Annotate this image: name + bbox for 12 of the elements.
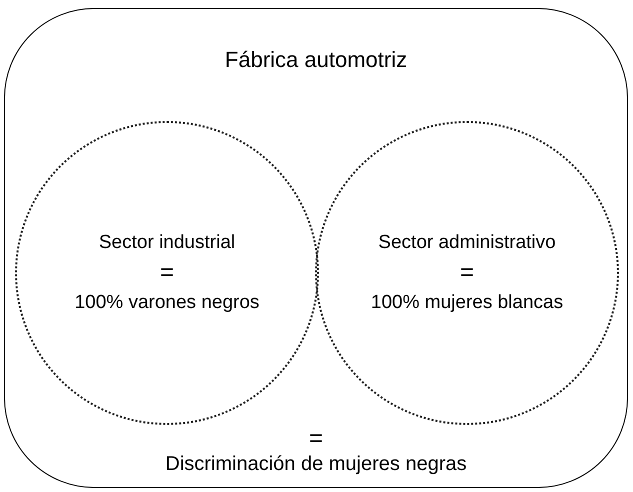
dotted-circle bbox=[15, 121, 319, 425]
equals-sign: = bbox=[460, 258, 474, 288]
sector-name: Sector industrial bbox=[98, 231, 236, 255]
dotted-circle bbox=[315, 121, 619, 425]
region-title: Fábrica automotriz bbox=[224, 46, 408, 74]
equals-sign: = bbox=[308, 429, 324, 449]
rounded-region bbox=[4, 8, 628, 488]
conclusion-text: Discriminación de mujeres negras bbox=[164, 452, 468, 477]
sector-name: Sector administrativo bbox=[378, 231, 556, 255]
equals-sign: = bbox=[160, 258, 174, 288]
sector-composition: 100% varones negros bbox=[74, 291, 260, 315]
sector-composition: 100% mujeres blancas bbox=[370, 291, 564, 315]
